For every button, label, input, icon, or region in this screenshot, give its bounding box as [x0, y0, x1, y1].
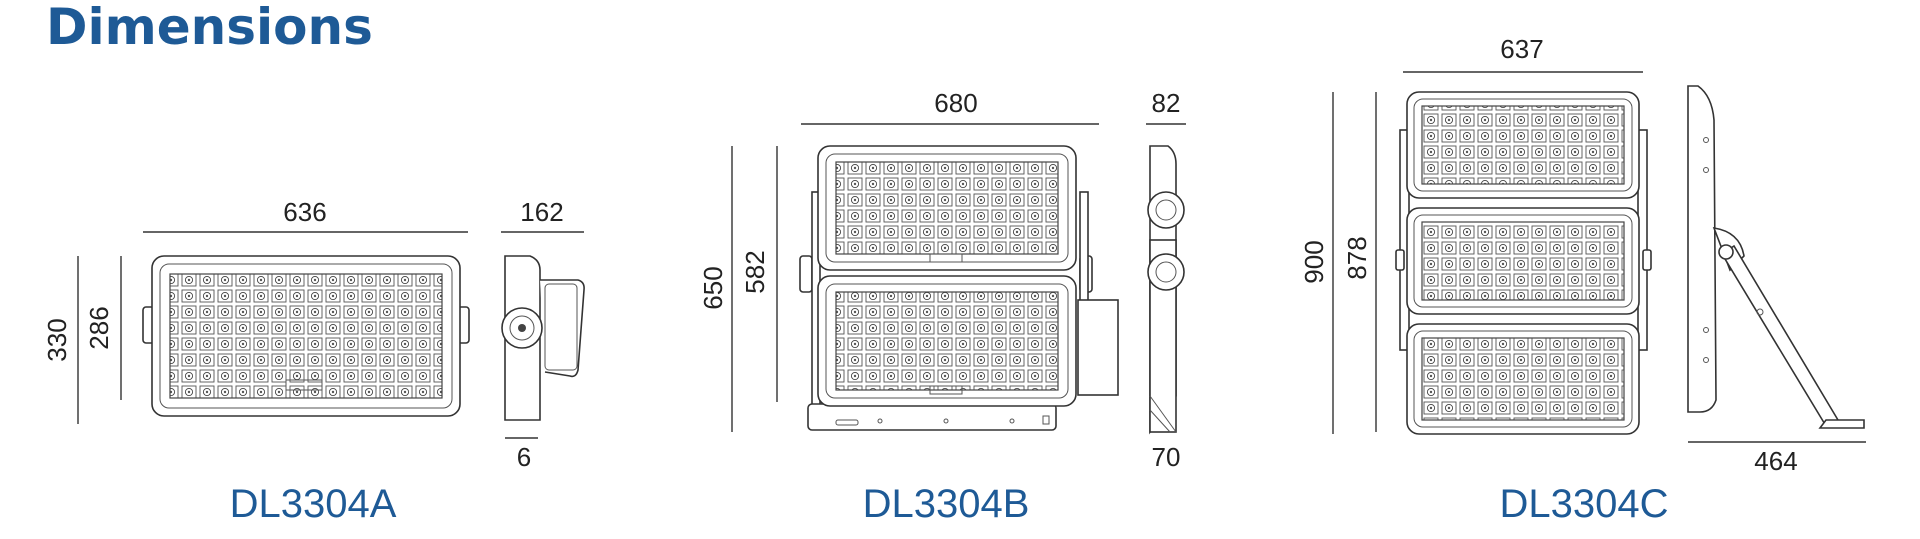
model-b-height-total-label: 650	[698, 266, 728, 309]
model-a-height-inner-label: 286	[84, 306, 114, 349]
model-b-width-label: 680	[934, 88, 977, 118]
model-c-name: DL3304C	[1499, 482, 1668, 526]
model-c-drawing: 637 900 878 464 DL3304C	[1299, 34, 1866, 526]
page-title: Dimensions	[46, 0, 373, 56]
model-b-drawing: 680 650 582 82	[698, 88, 1186, 526]
model-b-height-inner-label: 582	[740, 250, 770, 293]
model-c-width-label: 637	[1500, 34, 1543, 64]
model-a-bottom-label: 6	[517, 442, 531, 472]
model-a-drawing: 636 330 286 162 6 DL3304A	[42, 197, 585, 526]
model-c-depth-label: 464	[1754, 446, 1797, 476]
model-a-width-label: 636	[283, 197, 326, 227]
model-c-height-inner-label: 878	[1342, 236, 1372, 279]
model-b-name: DL3304B	[863, 482, 1030, 526]
model-b-depth-label: 82	[1152, 88, 1181, 118]
model-a-name: DL3304A	[230, 482, 397, 526]
model-c-height-total-label: 900	[1299, 240, 1329, 283]
model-b-bottom-label: 70	[1152, 442, 1181, 472]
model-a-depth-label: 162	[520, 197, 563, 227]
model-a-height-total-label: 330	[42, 318, 72, 361]
